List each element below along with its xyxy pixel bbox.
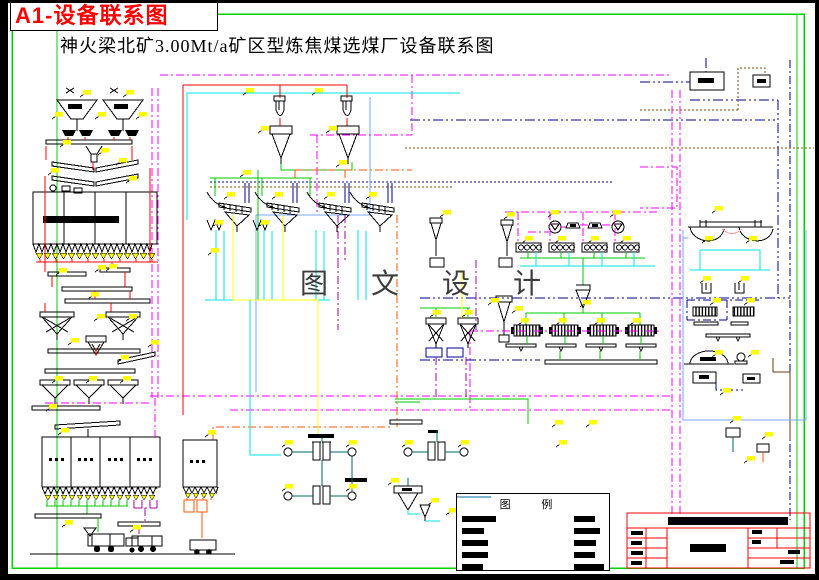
legend-item	[462, 538, 496, 547]
legend-item	[574, 538, 604, 547]
screening-crushing-cluster	[32, 262, 155, 410]
legend-rows	[457, 512, 609, 571]
doc-tag: A1-设备联系图	[10, 2, 218, 31]
watermark-text: 图 文 设 计	[300, 269, 560, 300]
raw-coal-receiving-cluster	[33, 88, 158, 262]
flotation-filtration-cluster	[420, 212, 660, 410]
legend-item	[574, 526, 604, 535]
legend-box: 图 例	[456, 493, 610, 571]
train-loader	[30, 528, 235, 554]
legend-title: 图 例	[499, 499, 567, 511]
dense-medium-cyclone-screening-cluster	[183, 85, 476, 455]
legend-item	[462, 526, 496, 535]
legend-item	[574, 562, 604, 571]
thickening-dewatering-cluster	[683, 220, 806, 440]
page-title: 神火梁北矿3.00Mt/a矿区型炼焦煤选煤厂设备联系图	[60, 36, 495, 56]
product-bunkers-train-loading	[30, 398, 235, 555]
legend-item	[462, 514, 496, 523]
legend-item	[462, 562, 496, 571]
legend-item	[574, 514, 604, 523]
auxiliary-buildings	[690, 72, 770, 90]
title-block	[627, 513, 810, 568]
legend-item	[574, 550, 604, 559]
pump-station-cluster	[284, 399, 769, 521]
legend-item	[462, 550, 496, 559]
flow-lines-trunk	[150, 58, 814, 525]
